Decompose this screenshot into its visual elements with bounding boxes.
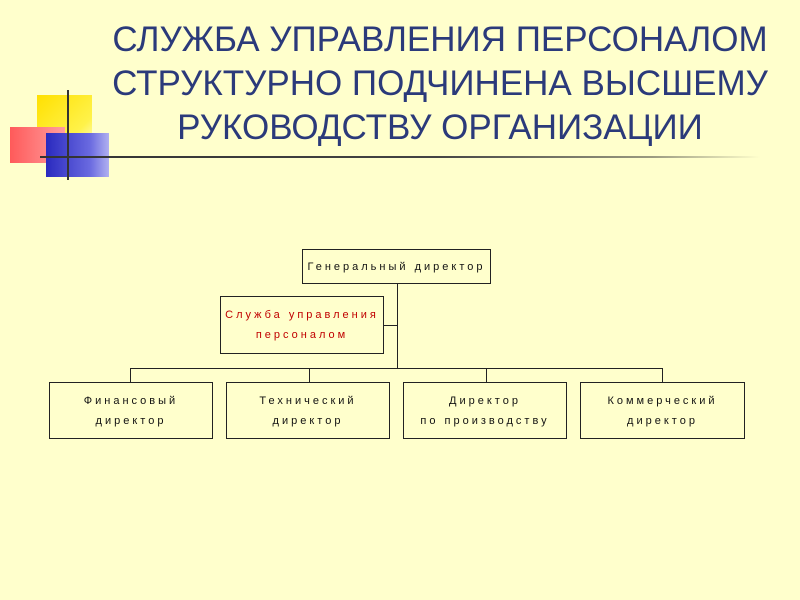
node-technical-director-line-2: директор [273,411,344,431]
decor-vertical-line [67,90,69,180]
node-production-director-line-2: по производству [420,411,549,431]
connector-technical [309,368,310,383]
title-line-2: СТРУКТУРНО ПОДЧИНЕНА ВЫСШЕМУ [80,62,800,106]
title-line-1: СЛУЖБА УПРАВЛЕНИЯ ПЕРСОНАЛОМ [80,18,800,62]
connector-hr-branch [383,325,398,326]
connector-commercial [662,368,663,383]
node-commercial-director-line-2: директор [627,411,698,431]
node-commercial-director: Коммерческий директор [580,382,745,439]
connector-production [486,368,487,383]
node-hr-service-line-2: персоналом [256,325,348,345]
node-technical-director: Технический директор [226,382,390,439]
node-finance-director-line-1: Финансовый [84,391,178,411]
decor-horizontal-rule [40,156,760,158]
node-technical-director-line-1: Технический [259,391,356,411]
node-finance-director-line-2: директор [96,411,167,431]
node-production-director-line-1: Директор [449,391,521,411]
connector-finance [130,368,131,383]
slide-title: СЛУЖБА УПРАВЛЕНИЯ ПЕРСОНАЛОМ СТРУКТУРНО … [80,18,800,150]
connector-horizontal-bus [130,368,662,369]
node-general-director: Генеральный директор [302,249,491,284]
node-finance-director: Финансовый директор [49,382,213,439]
node-general-director-label: Генеральный директор [308,257,486,277]
title-line-3: РУКОВОДСТВУ ОРГАНИЗАЦИИ [80,106,800,150]
node-hr-service-line-1: Служба управления [225,305,379,325]
node-commercial-director-line-1: Коммерческий [607,391,717,411]
node-hr-service: Служба управления персоналом [220,296,384,354]
node-production-director: Директор по производству [403,382,567,439]
